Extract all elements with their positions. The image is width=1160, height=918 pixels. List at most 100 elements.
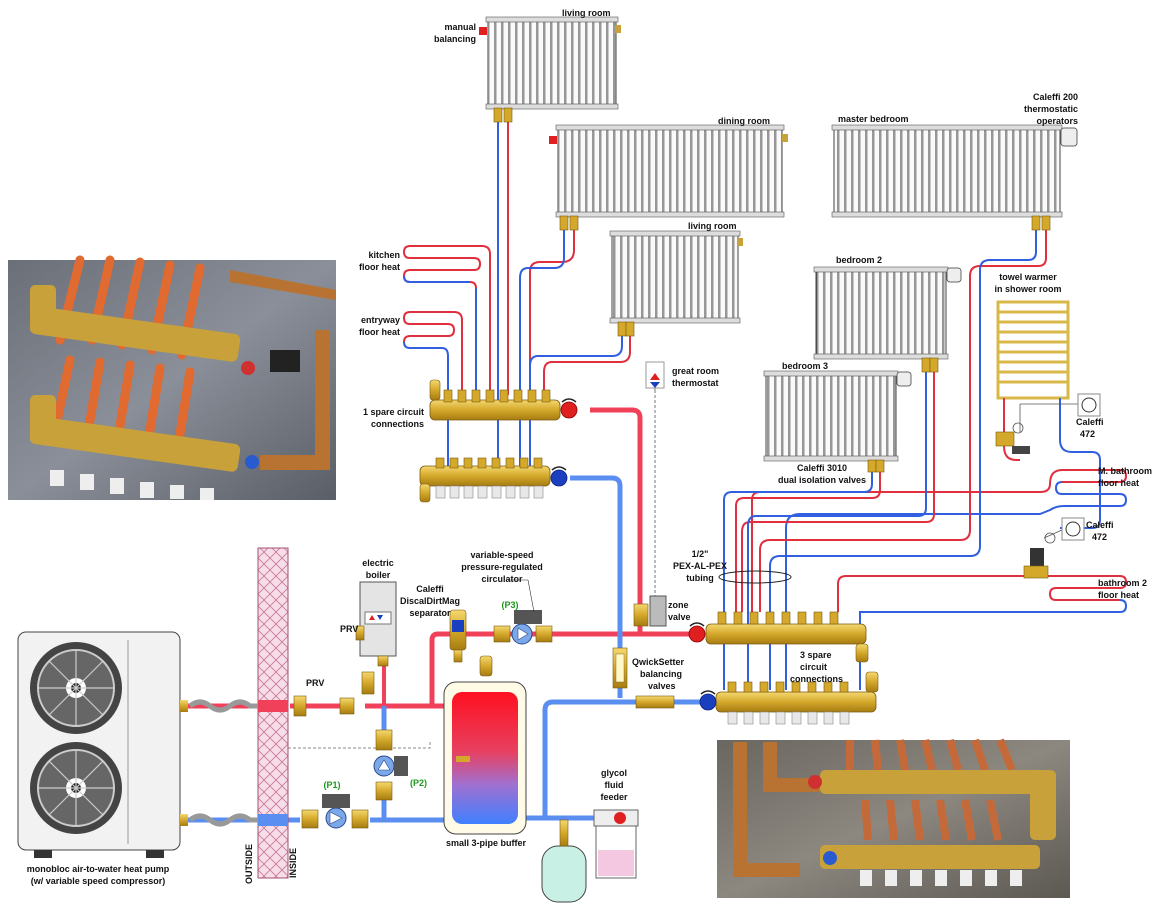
label-kitchen-1: kitchen [368,250,400,260]
label-caleffi-3010-2: dual isolation valves [778,475,866,485]
label-buffer: small 3-pipe buffer [446,838,527,848]
label-living-room-1: living room [562,8,611,18]
label-kitchen-2: floor heat [359,262,400,272]
label-quicksetter-1: QwickSetter [632,657,685,667]
label-m-bathroom-1: M. bathroom [1098,466,1152,476]
label-dirtmag-1: Caleffi [416,584,444,594]
label-caleffi-472-a-1: Caleffi [1076,417,1104,427]
label-bathroom-2-2: floor heat [1098,590,1139,600]
label-p3: (P3) [501,600,518,610]
label-spare-1-1: 1 spare circuit [363,407,424,417]
label-quicksetter-2: balancing [640,669,682,679]
kitchen-floor-loop [402,245,491,390]
label-spare-3-3: connections [790,674,843,684]
heat-pump-unit [17,631,188,858]
label-dining-room: dining room [718,116,770,126]
tubing-callout [718,570,792,584]
towel-warmer [996,300,1070,400]
label-circulator-3: circulator [481,574,523,584]
label-dirtmag-3: separator [409,608,451,618]
label-manual-balancing-2: balancing [434,34,476,44]
entryway-floor-loop [402,311,463,470]
radiator-living-room-1 [479,16,621,110]
label-bathroom-2-1: bathroom 2 [1098,578,1147,588]
buffer-tank [443,681,527,835]
label-quicksetter-3: valves [648,681,676,691]
label-tubing-3: tubing [686,573,714,583]
upper-return-manifold [419,457,568,503]
label-prv-1: PRV [340,624,358,634]
quicksetter-valve [612,647,675,709]
label-bedroom-2: bedroom 2 [836,255,882,265]
label-circulator-1: variable-speed [470,550,533,560]
label-bedroom-3: bedroom 3 [782,361,828,371]
bathroom-2-floor-loop [837,575,1128,690]
great-room-thermostat [645,361,665,389]
label-glycol-2: fluid [605,780,624,790]
label-great-room-2: thermostat [672,378,719,388]
label-caleffi-200-2: thermostatic [1024,104,1078,114]
circulator-p3 [493,610,553,645]
label-p2: (P2) [410,778,427,788]
radiator-bedroom-2 [813,266,962,360]
wall-sleeve-supply [258,700,288,712]
control-wire [268,740,431,749]
label-zone-valve-2: valve [668,612,691,622]
glycol-feeder [593,809,639,879]
circulator-leader-2 [527,579,535,613]
label-dirtmag-2: DiscalDirtMag [400,596,460,606]
flex-hose-return [188,813,258,827]
label-entryway-2: floor heat [359,327,400,337]
label-tubing-1: 1/2" [692,549,709,559]
circulator-p1 [301,794,369,829]
radiator-bedroom-3 [763,370,912,462]
caleffi-472-valve-a [995,393,1101,454]
label-heat-pump-2: (w/ variable speed compressor) [31,876,166,886]
label-inside: INSIDE [288,848,298,878]
label-caleffi-200-3: operators [1036,116,1078,126]
air-vent [479,655,493,677]
radiator-return-lines [497,118,1101,690]
label-towel-warmer-2: in shower room [994,284,1061,294]
label-spare-3-2: circuit [800,662,827,672]
text-labels: living room manual balancing dining room… [27,8,1152,886]
exterior-wall [257,547,289,879]
radiator-dining-room [549,124,788,218]
label-great-room-1: great room [672,366,719,376]
label-caleffi-472-a-2: 472 [1080,429,1095,439]
label-zone-valve-1: zone [668,600,689,610]
radiator-living-room-2 [609,230,743,324]
label-caleffi-472-b-1: Caleffi [1086,520,1114,530]
flex-hose-supply [188,699,258,713]
label-spare-3-1: 3 spare [800,650,832,660]
label-heat-pump-1: monobloc air-to-water heat pump [27,864,170,874]
label-p1: (P1) [323,780,340,790]
photo-manifold-2 [717,738,1070,898]
label-caleffi-200-1: Caleffi 200 [1033,92,1078,102]
label-electric-boiler-1: electric [362,558,394,568]
lower-supply-manifold [688,611,869,663]
label-prv-2: PRV [306,678,324,688]
label-entryway-1: entryway [361,315,400,325]
label-glycol-1: glycol [601,768,627,778]
label-outside: OUTSIDE [244,844,254,884]
label-caleffi-472-b-2: 472 [1092,532,1107,542]
label-spare-1-2: connections [371,419,424,429]
caleffi-472-valve-b [1023,517,1085,579]
zone-valve [633,595,667,627]
photo-manifold-1 [8,255,336,500]
label-manual-balancing-1: manual [444,22,476,32]
expansion-tank [541,819,587,903]
prv-valves [293,625,375,717]
label-living-room-2: living room [688,221,737,231]
radiator-master-bedroom [831,124,1078,218]
circulator-p2 [373,729,408,801]
label-m-bathroom-2: floor heat [1098,478,1139,488]
dirtmag-separator [449,609,467,663]
label-tubing-2: PEX-AL-PEX [673,561,727,571]
label-master-bedroom: master bedroom [838,114,909,124]
label-caleffi-3010-1: Caleffi 3010 [797,463,847,473]
radiator-supply-lines [507,118,1047,612]
wall-sleeve-return [258,814,288,826]
